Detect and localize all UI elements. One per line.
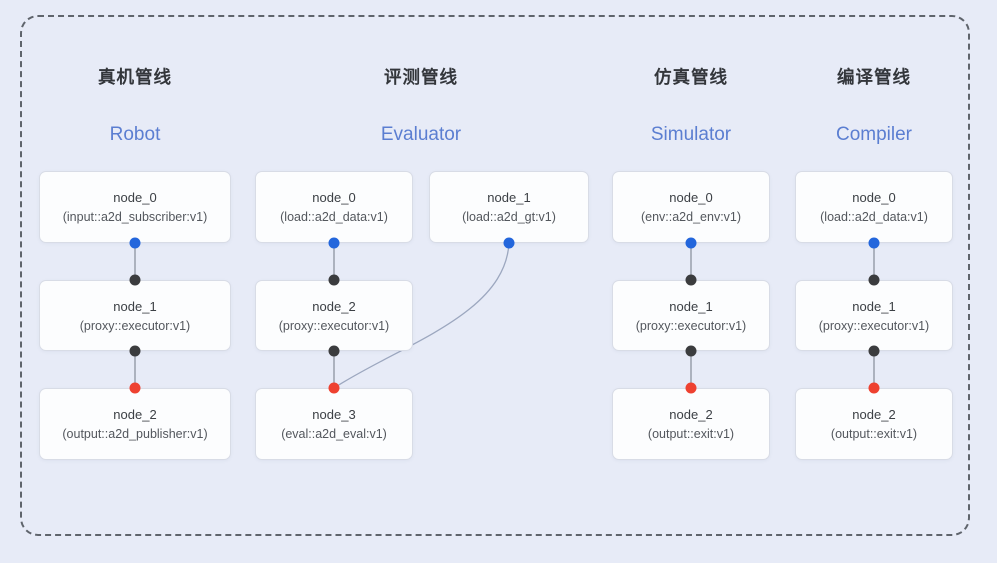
pipeline-title-en-compiler: Compiler	[835, 124, 913, 145]
node-simulator-2: node_2 (output::exit:v1)	[612, 388, 770, 460]
node-robot-2: node_2 (output::a2d_publisher:v1)	[39, 388, 231, 460]
pipeline-title-en-evaluator: Evaluator	[380, 124, 462, 145]
pipeline-title-zh-robot: 真机管线	[98, 67, 172, 87]
node-simulator-1: node_1 (proxy::executor:v1)	[612, 280, 770, 351]
node-title: node_2	[669, 407, 713, 422]
node-compiler-2: node_2 (output::exit:v1)	[795, 388, 953, 460]
node-simulator-0: node_0 (env::a2d_env:v1)	[612, 171, 770, 243]
node-title: node_0	[669, 190, 713, 205]
pipeline-title-en-robot: Robot	[109, 124, 161, 145]
dashed-container	[20, 15, 970, 536]
node-subtitle: (input::a2d_subscriber:v1)	[62, 210, 208, 224]
node-compiler-1: node_1 (proxy::executor:v1)	[795, 280, 953, 351]
node-subtitle: (load::a2d_gt:v1)	[462, 210, 556, 224]
pipeline-title-en-simulator: Simulator	[650, 124, 732, 145]
node-subtitle: (load::a2d_data:v1)	[820, 210, 928, 224]
node-title: node_1	[669, 298, 713, 314]
node-title: node_2	[113, 407, 157, 422]
node-robot-1: node_1 (proxy::executor:v1)	[39, 280, 231, 351]
node-title: node_2	[852, 407, 896, 422]
pipeline-title-zh-compiler: 编译管线	[837, 67, 911, 87]
node-title: node_2	[312, 298, 356, 314]
node-evaluator-2: node_2 (proxy::executor:v1)	[255, 280, 413, 351]
node-subtitle: (output::exit:v1)	[647, 427, 735, 441]
node-evaluator-1: node_1 (load::a2d_gt:v1)	[429, 171, 589, 243]
node-title: node_1	[852, 298, 896, 314]
node-subtitle: (proxy::executor:v1)	[79, 318, 191, 333]
node-robot-0: node_0 (input::a2d_subscriber:v1)	[39, 171, 231, 243]
node-subtitle: (proxy::executor:v1)	[278, 318, 390, 333]
node-evaluator-3: node_3 (eval::a2d_eval:v1)	[255, 388, 413, 460]
pipeline-title-zh-simulator: 仿真管线	[654, 67, 728, 87]
node-subtitle: (load::a2d_data:v1)	[280, 210, 388, 224]
node-evaluator-0: node_0 (load::a2d_data:v1)	[255, 171, 413, 243]
node-compiler-0: node_0 (load::a2d_data:v1)	[795, 171, 953, 243]
pipeline-title-zh-evaluator: 评测管线	[384, 67, 458, 87]
node-title: node_1	[487, 190, 531, 205]
node-subtitle: (env::a2d_env:v1)	[640, 210, 742, 224]
node-subtitle: (output::a2d_publisher:v1)	[62, 427, 208, 441]
node-subtitle: (eval::a2d_eval:v1)	[281, 427, 387, 441]
node-title: node_0	[852, 190, 896, 205]
node-subtitle: (proxy::executor:v1)	[635, 318, 747, 333]
node-title: node_1	[113, 298, 157, 314]
node-title: node_3	[312, 407, 356, 422]
node-subtitle: (output::exit:v1)	[830, 427, 918, 441]
node-subtitle: (proxy::executor:v1)	[818, 318, 930, 333]
node-title: node_0	[113, 190, 157, 205]
node-title: node_0	[312, 190, 356, 205]
